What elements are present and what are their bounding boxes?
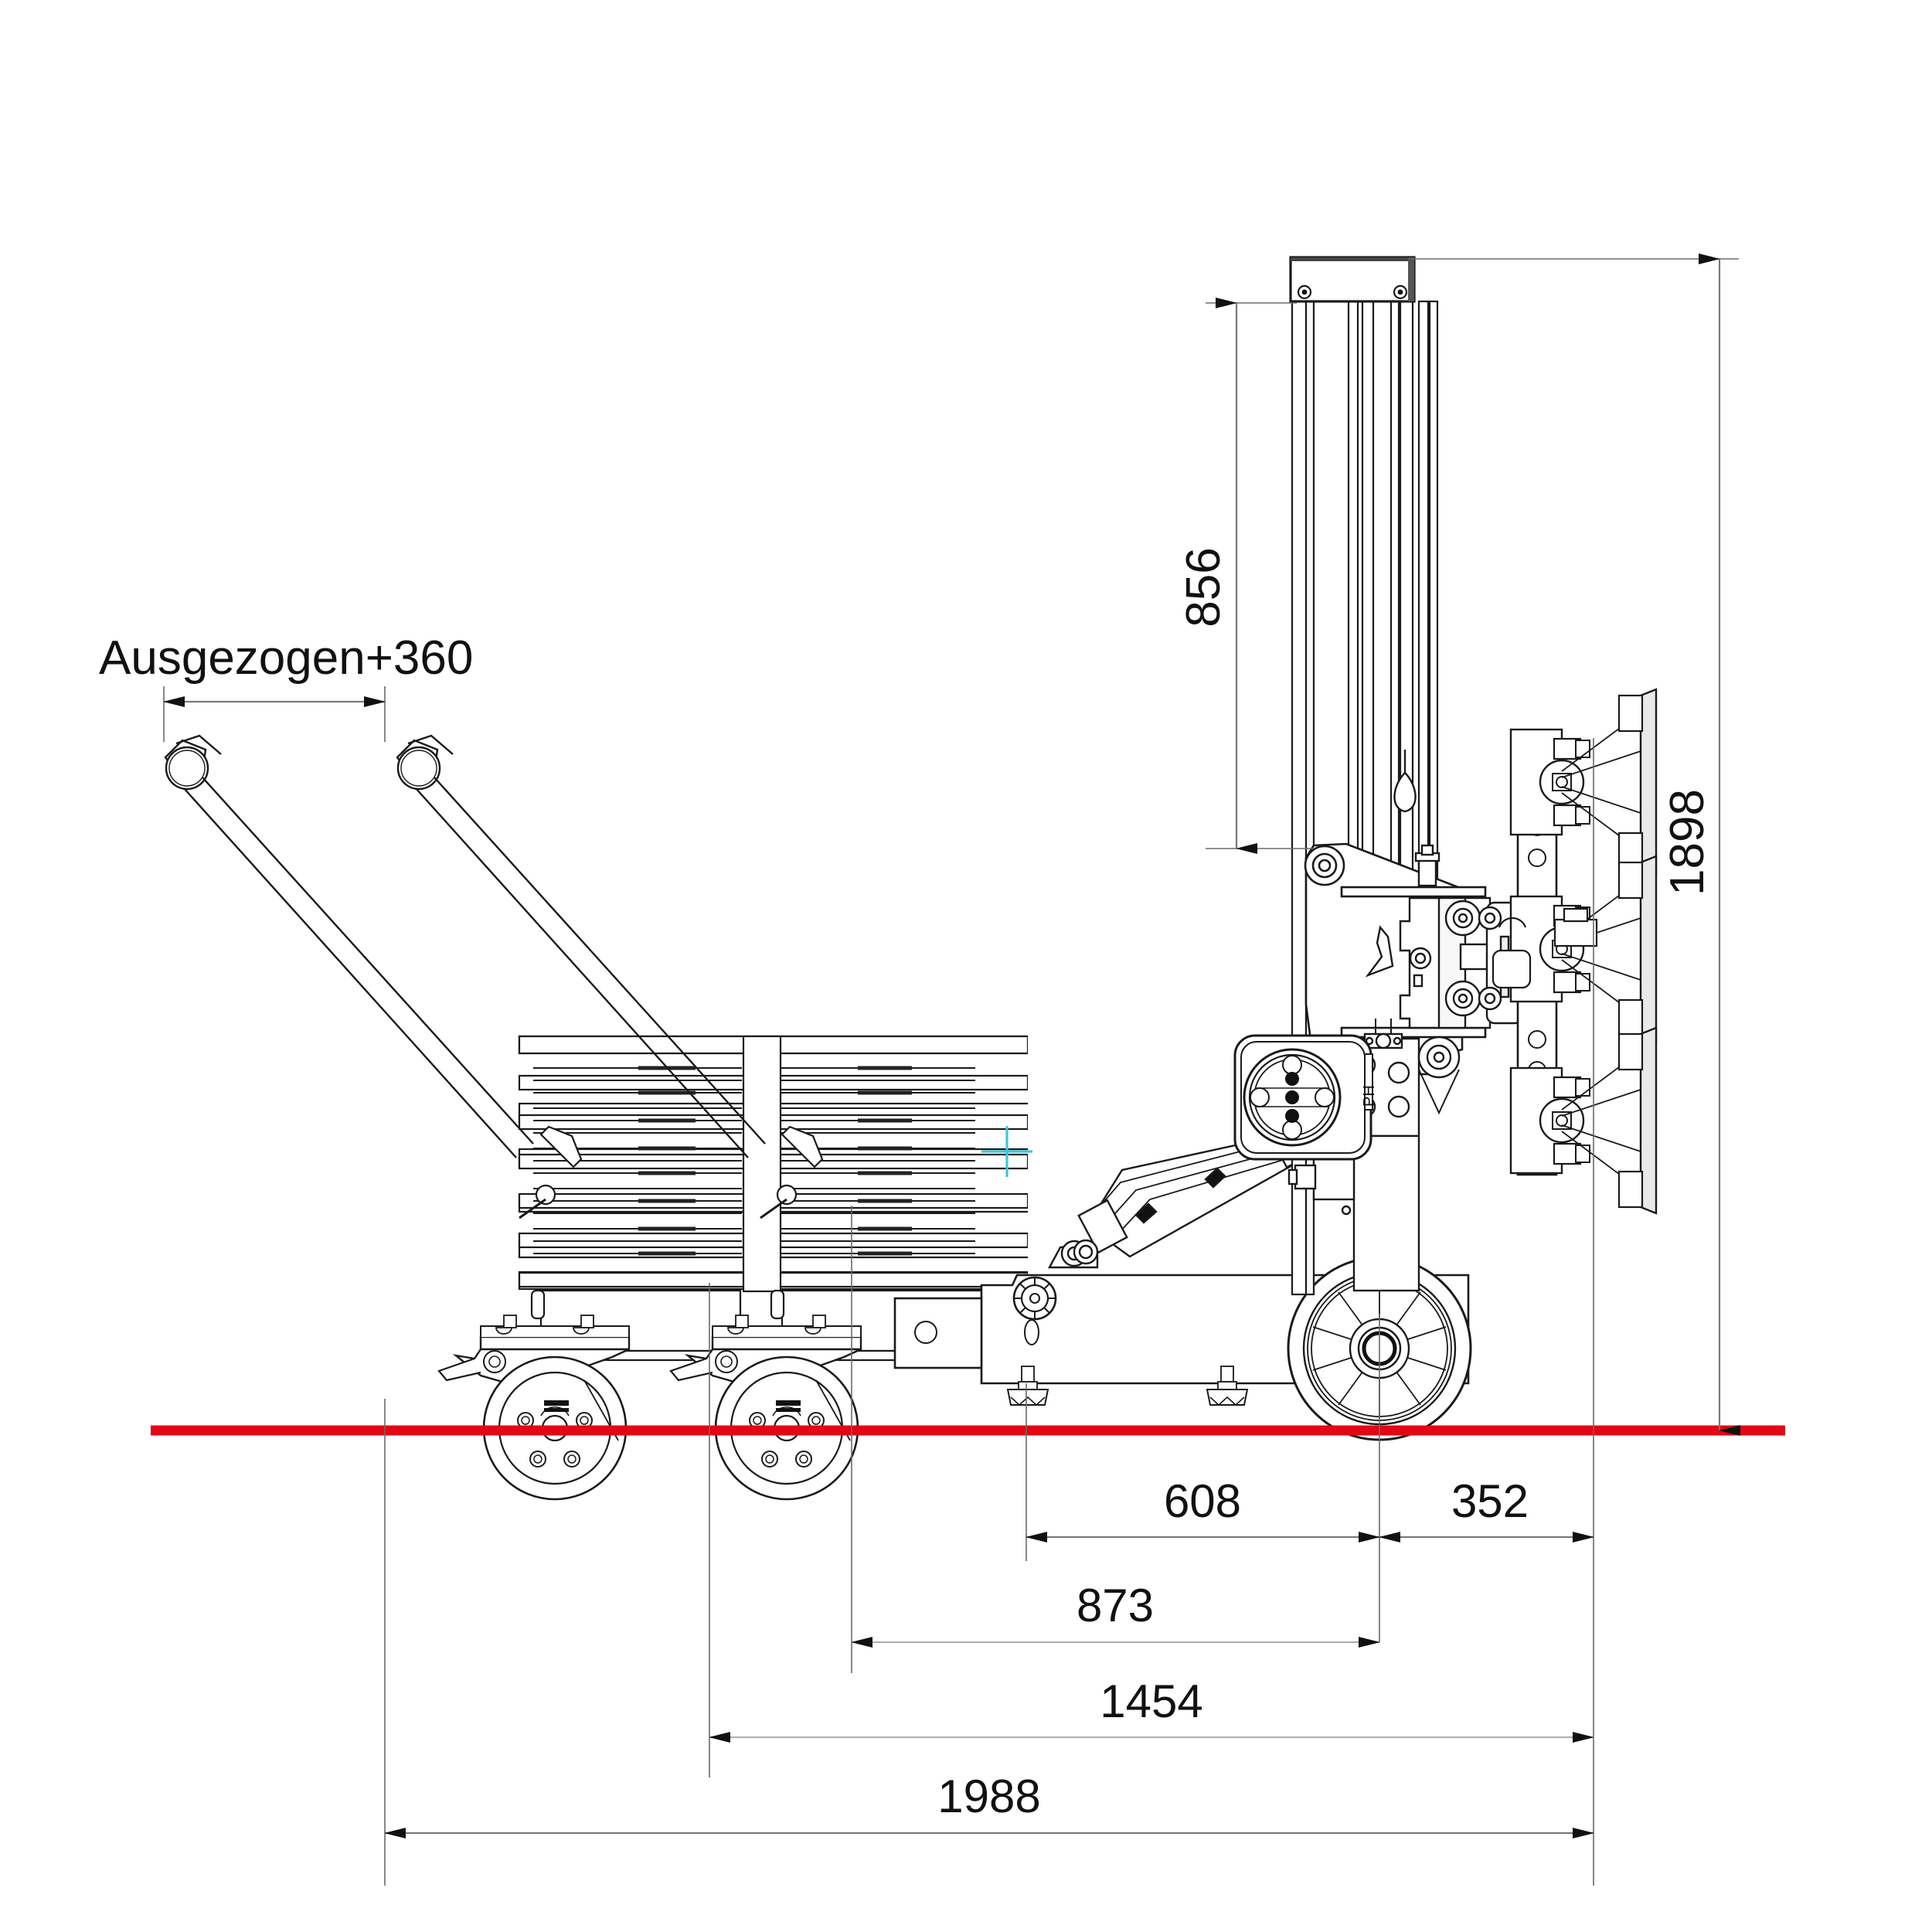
rotation-body [1399,844,1526,1029]
rotary-control-panel[interactable]: PH [1233,1034,1378,1161]
dimtext-1988: 1988 [937,1770,1040,1822]
center-marker-icon [981,1126,1032,1177]
tow-handle-front [396,734,766,1158]
dimtext-873: 873 [1077,1580,1154,1631]
swivel-caster-rear [437,1314,631,1501]
dimtext-1898: 1898 [1661,789,1714,896]
dimtext-352: 352 [1451,1475,1529,1527]
dimtext-856: 856 [1177,547,1230,627]
panel-marking: PH [1361,1085,1378,1107]
chassis-hub-icon [1012,1276,1057,1321]
tow-handle-rear [164,734,534,1158]
dimtext-1454: 1454 [1100,1675,1202,1727]
dimtext-608: 608 [1164,1475,1241,1527]
mast-drop-hook-icon [1393,750,1417,813]
mast-top-cap [1289,256,1416,303]
label-ausgezogen: Ausgezogen+360 [99,631,473,685]
mast-lower-shroud [1287,1134,1420,1292]
extension-lines [163,258,1739,1886]
vacuum-valve-block [1492,907,1598,989]
